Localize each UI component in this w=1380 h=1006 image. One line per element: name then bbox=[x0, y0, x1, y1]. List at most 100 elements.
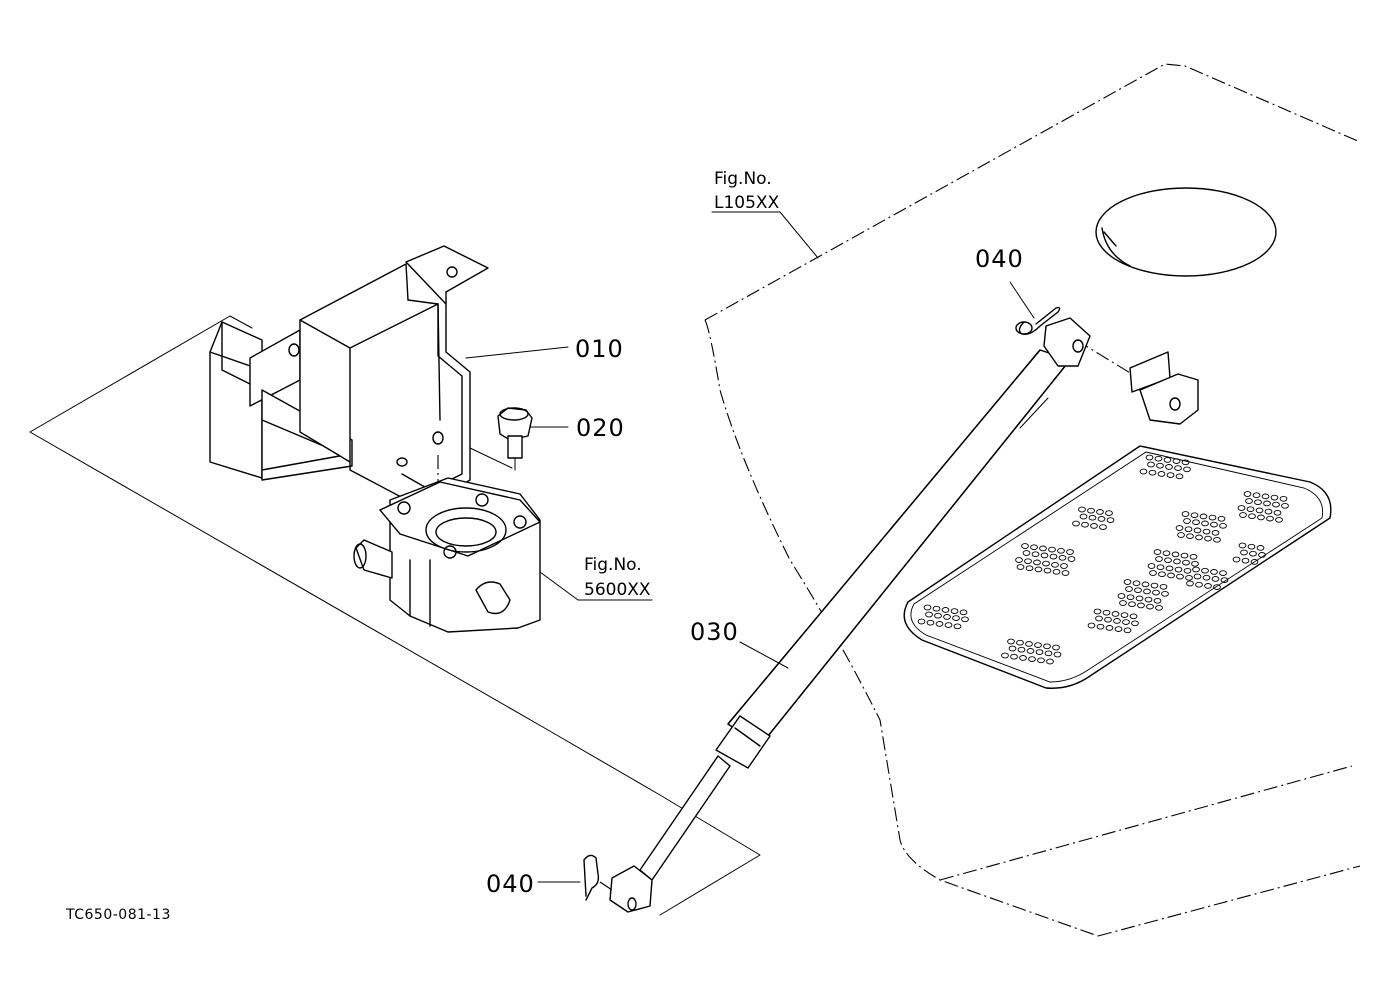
mesh-hole bbox=[1208, 514, 1217, 521]
mesh-hole bbox=[1150, 582, 1159, 589]
mesh-hole bbox=[1174, 566, 1183, 573]
mesh-hole bbox=[1148, 469, 1157, 476]
valve-body bbox=[353, 477, 653, 633]
mesh-hole bbox=[1167, 572, 1175, 579]
mesh-hole bbox=[952, 615, 960, 621]
mesh-hole bbox=[1199, 513, 1208, 520]
mesh-hole bbox=[1217, 515, 1226, 522]
mesh-hole bbox=[1158, 571, 1166, 578]
mesh-hole bbox=[1019, 655, 1027, 661]
gas-strut-030 bbox=[599, 317, 1091, 913]
mesh-hole bbox=[1254, 499, 1262, 506]
mesh-hole bbox=[923, 604, 932, 611]
mesh-hole bbox=[1211, 529, 1220, 536]
mesh-hole bbox=[1034, 566, 1043, 573]
mesh-hole bbox=[1181, 459, 1190, 466]
mesh-hole bbox=[1255, 507, 1264, 514]
mesh-hole bbox=[1025, 641, 1033, 647]
mesh-hole bbox=[1186, 580, 1194, 587]
mesh-hole bbox=[1257, 514, 1265, 521]
mesh-hole bbox=[917, 618, 926, 625]
mesh-hole bbox=[1144, 596, 1153, 603]
mesh-hole bbox=[1202, 574, 1211, 581]
mesh-hole bbox=[941, 607, 950, 613]
mesh-hole bbox=[1190, 512, 1199, 519]
mesh-hole bbox=[1176, 573, 1184, 580]
mesh-hole bbox=[953, 623, 962, 630]
base-plate bbox=[29, 315, 761, 916]
mesh-hole bbox=[1156, 564, 1165, 571]
mesh-hole bbox=[1281, 502, 1289, 509]
callout-040-top: 040 bbox=[975, 245, 1024, 273]
pin-040-bottom bbox=[537, 854, 600, 901]
mesh-hole bbox=[1159, 583, 1168, 590]
mesh-hole bbox=[1095, 615, 1103, 622]
mesh-hole bbox=[1220, 577, 1229, 583]
mesh-hole bbox=[1155, 556, 1163, 562]
mesh-hole bbox=[1204, 535, 1212, 542]
mesh-hole bbox=[1204, 583, 1212, 589]
mesh-hole bbox=[1044, 650, 1053, 657]
mesh-hole bbox=[1192, 519, 1200, 526]
mesh-hole bbox=[1184, 526, 1193, 533]
mesh-hole bbox=[1128, 601, 1136, 608]
mesh-hole bbox=[1193, 527, 1202, 534]
mesh-hole bbox=[1261, 493, 1270, 500]
mesh-hole bbox=[1162, 550, 1171, 557]
mesh-hole bbox=[1022, 550, 1031, 556]
mesh-hole bbox=[1135, 595, 1144, 602]
mesh-hole bbox=[1165, 565, 1174, 572]
mesh-hole bbox=[959, 609, 968, 616]
mesh-hole bbox=[1153, 549, 1162, 555]
mesh-hole bbox=[1111, 611, 1120, 617]
mesh-hole bbox=[1129, 613, 1138, 620]
mesh-hole bbox=[1180, 552, 1189, 559]
mesh-hole bbox=[1185, 574, 1193, 581]
mesh-hole bbox=[1165, 464, 1173, 470]
mesh-hole bbox=[1272, 501, 1280, 508]
mesh-hole bbox=[1078, 506, 1086, 513]
mesh-hole bbox=[1102, 609, 1111, 616]
ref-5600-line2: 5600XX bbox=[584, 580, 651, 600]
mesh-hole bbox=[1182, 559, 1190, 566]
mesh-hole bbox=[1106, 517, 1115, 523]
mesh-hole bbox=[1264, 508, 1273, 515]
mesh-hole bbox=[1210, 569, 1218, 575]
drawing-code: TC650-081-13 bbox=[65, 907, 171, 923]
mesh-hole bbox=[1123, 627, 1132, 634]
mesh-hole bbox=[1249, 550, 1257, 557]
mesh-hole bbox=[1152, 589, 1160, 596]
mesh-hole bbox=[1149, 570, 1157, 576]
mesh-hole bbox=[1201, 567, 1209, 574]
mesh-hole bbox=[1157, 471, 1166, 477]
mesh-hole bbox=[1183, 466, 1191, 473]
mesh-hole bbox=[1030, 544, 1038, 551]
mesh-hole bbox=[1211, 576, 1220, 582]
mesh-hole bbox=[1039, 545, 1047, 552]
mesh-hole bbox=[1232, 556, 1241, 563]
mesh-hole bbox=[1213, 584, 1221, 590]
mesh-hole bbox=[1164, 557, 1172, 564]
mesh-hole bbox=[1153, 597, 1162, 604]
bolt-020 bbox=[469, 407, 569, 471]
mesh-hole bbox=[1258, 552, 1266, 558]
mesh-hole bbox=[1186, 533, 1194, 540]
vent-mesh-holes bbox=[917, 454, 1289, 665]
mesh-hole bbox=[943, 614, 951, 620]
mesh-hole bbox=[1081, 521, 1089, 528]
mesh-hole bbox=[1131, 620, 1139, 627]
mesh-hole bbox=[1183, 567, 1192, 574]
mesh-hole bbox=[1239, 512, 1247, 518]
mesh-hole bbox=[1172, 458, 1181, 464]
mesh-hole bbox=[1097, 516, 1106, 522]
mesh-hole bbox=[1043, 567, 1052, 574]
mesh-hole bbox=[1189, 553, 1198, 560]
mesh-hole bbox=[1181, 511, 1190, 517]
mesh-hole bbox=[1024, 558, 1032, 565]
mesh-hole bbox=[1105, 510, 1113, 516]
mesh-hole bbox=[1192, 566, 1200, 573]
mesh-hole bbox=[1120, 612, 1129, 618]
mesh-hole bbox=[1026, 648, 1035, 654]
mesh-hole bbox=[1057, 547, 1065, 554]
